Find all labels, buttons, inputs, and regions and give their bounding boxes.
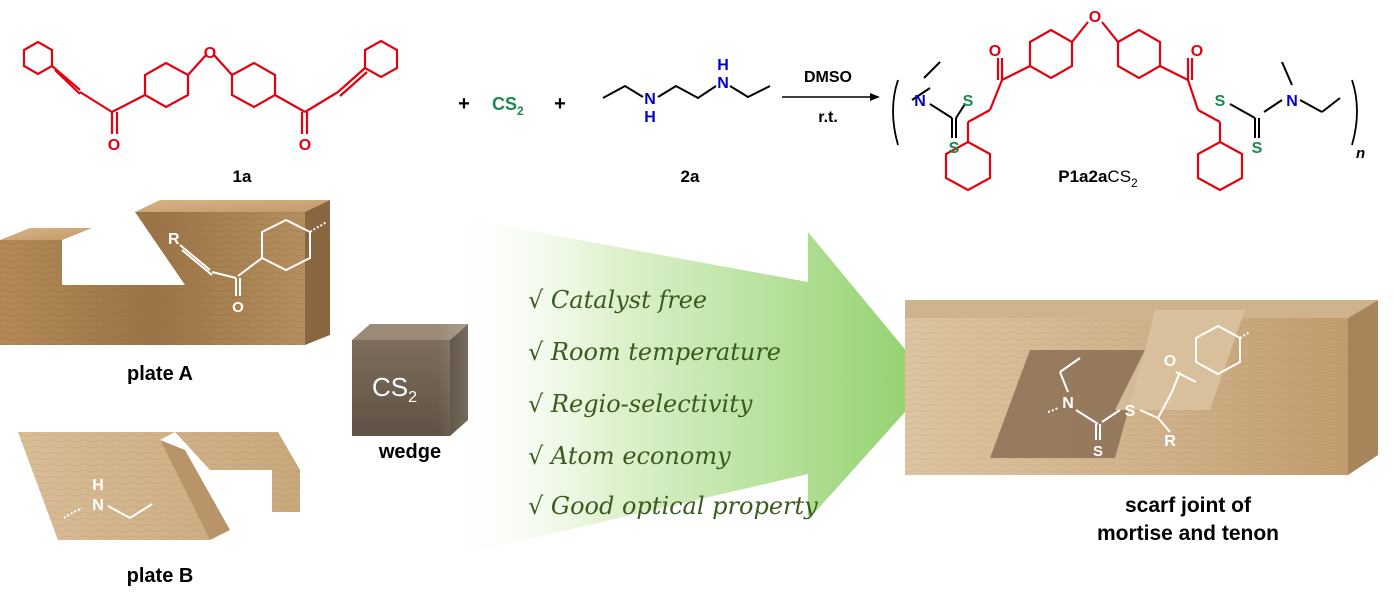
feature-arrow — [438, 214, 932, 560]
product-ether-oxygen: O — [1089, 9, 1101, 26]
repeat-index: n — [1356, 145, 1365, 162]
feature-regio-selectivity: √ Regio-selectivity — [528, 390, 753, 418]
1a-carbonyl-o-right: O — [299, 137, 311, 154]
reaction-arrowhead — [870, 93, 880, 101]
1a-oxygen-atom: O — [204, 45, 216, 62]
compound-1a-label: 1a — [233, 167, 252, 186]
plate-a-molecule — [179, 218, 327, 296]
compound-2a-label: 2a — [681, 167, 700, 186]
2a-nitrogen-2: N — [717, 75, 729, 92]
joint-oxygen: O — [1164, 353, 1176, 370]
plate-a-oxygen: O — [232, 299, 244, 316]
polymer-bracket-right — [1351, 79, 1358, 146]
product-carbonyl-o-right: O — [1191, 43, 1203, 60]
plus-sign-1: + — [458, 93, 470, 115]
joint-sulfur-2: S — [1093, 443, 1103, 460]
product-label: P1a2aCS2 — [1058, 167, 1138, 190]
plate-b-hydrogen: H — [92, 477, 104, 494]
product-sulfur-left-2: S — [949, 140, 960, 157]
feature-room-temperature: √ Room temperature — [528, 338, 781, 366]
plus-sign-2: + — [554, 93, 566, 115]
plate-b-label: plate B — [127, 565, 194, 587]
product-backbone-red — [944, 21, 1244, 192]
joint-label-line1: scarf joint of — [1125, 494, 1252, 517]
product-sulfur-left-1: S — [963, 93, 974, 110]
product-dithiocarbamate-left — [911, 61, 966, 138]
wedge-label: wedge — [378, 441, 441, 463]
condition-temperature: r.t. — [818, 109, 838, 126]
plate-b-block — [18, 432, 300, 540]
product-nitrogen-left: N — [914, 93, 926, 110]
compound-1a — [22, 39, 399, 134]
feature-good-optical-property: √ Good optical property — [528, 492, 818, 520]
joint-r-group: R — [1164, 433, 1176, 450]
reagent-cs2: CS2 — [492, 94, 524, 118]
plate-a-label: plate A — [127, 363, 193, 385]
scarf-joint-block — [905, 300, 1378, 475]
joint-nitrogen: N — [1062, 395, 1074, 412]
polymer-bracket-left — [892, 79, 899, 146]
plate-b-molecule — [63, 503, 153, 519]
feature-atom-economy: √ Atom economy — [528, 442, 731, 470]
condition-solvent: DMSO — [804, 69, 852, 86]
plate-a-r-group: R — [168, 231, 180, 248]
wedge-cs2-text: CS2 — [372, 372, 417, 406]
plate-b-nitrogen: N — [92, 497, 104, 514]
product-nitrogen-right: N — [1286, 93, 1298, 110]
feature-catalyst-free: √ Catalyst free — [528, 286, 707, 314]
2a-hydrogen-2: H — [717, 57, 729, 74]
compound-2a — [602, 84, 771, 100]
joint-label-line2: mortise and tenon — [1097, 522, 1279, 545]
plate-a-block — [0, 200, 330, 345]
joint-sulfur-1: S — [1125, 403, 1136, 420]
product-sulfur-right-1: S — [1215, 93, 1226, 110]
product-sulfur-right-2: S — [1252, 140, 1263, 157]
1a-carbonyl-o-left: O — [108, 137, 120, 154]
product-dithiocarbamate-right — [1229, 61, 1341, 138]
2a-hydrogen-1: H — [644, 109, 656, 126]
joint-molecule — [1047, 324, 1251, 440]
2a-nitrogen-1: N — [644, 91, 656, 108]
product-carbonyl-o-left: O — [989, 43, 1001, 60]
